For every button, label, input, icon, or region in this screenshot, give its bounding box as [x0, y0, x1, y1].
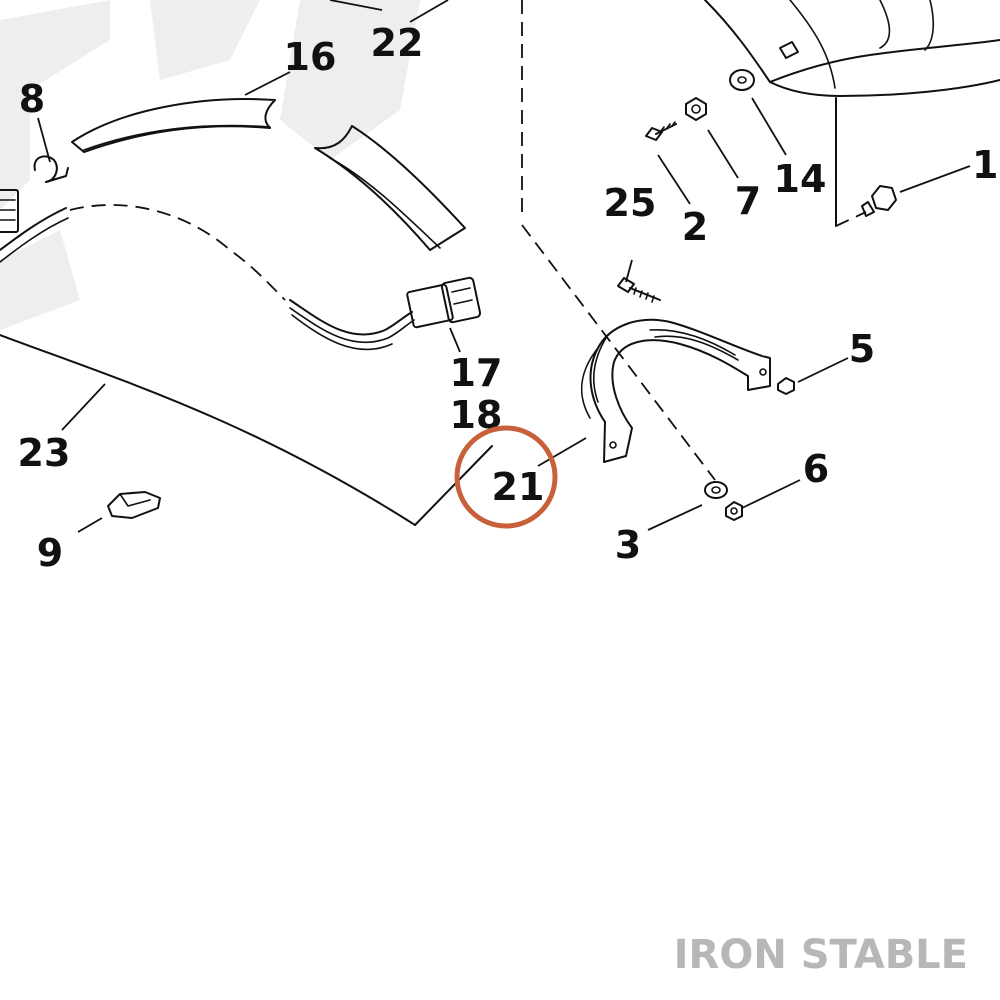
bracket-part — [581, 318, 771, 463]
bolt-part-25 — [617, 277, 661, 303]
callout-17: 17 — [450, 351, 503, 395]
callout-9: 9 — [37, 531, 63, 575]
fitting-part-13 — [861, 185, 897, 217]
wiring-harness — [69, 204, 482, 351]
nut-part-5 — [777, 377, 795, 395]
nut-part-6 — [725, 501, 743, 521]
trim-strip — [314, 125, 466, 251]
panel-outline — [0, 334, 493, 526]
callout-5: 5 — [849, 327, 875, 371]
callout-14: 14 — [774, 157, 827, 201]
rear-cover-part — [704, 0, 1000, 227]
fender-part — [71, 98, 276, 153]
callout-21: 21 — [492, 465, 545, 509]
callout-6: 6 — [803, 447, 829, 491]
callout-8: 8 — [19, 77, 45, 121]
callout-2: 2 — [682, 205, 708, 249]
callout-22: 22 — [371, 21, 424, 65]
callout-23: 23 — [18, 431, 71, 475]
callout-3: 3 — [615, 523, 641, 567]
washer-part-3 — [704, 481, 728, 499]
background-logo-watermark — [0, 0, 420, 330]
clip-part — [107, 491, 161, 519]
callout-16: 16 — [284, 35, 337, 79]
screw-part-2 — [645, 121, 677, 141]
watermark-text: IRON STABLE — [674, 932, 968, 978]
callout-7: 7 — [735, 179, 761, 223]
callout-25: 25 — [604, 181, 657, 225]
leader-lines — [37, 0, 971, 533]
callout-13: 13 — [972, 143, 1000, 187]
highlight-circle — [454, 425, 558, 529]
nut-part-7 — [685, 97, 707, 121]
washer-part-14 — [729, 69, 755, 91]
left-connector-block — [0, 189, 69, 263]
clamp-part — [33, 155, 69, 183]
